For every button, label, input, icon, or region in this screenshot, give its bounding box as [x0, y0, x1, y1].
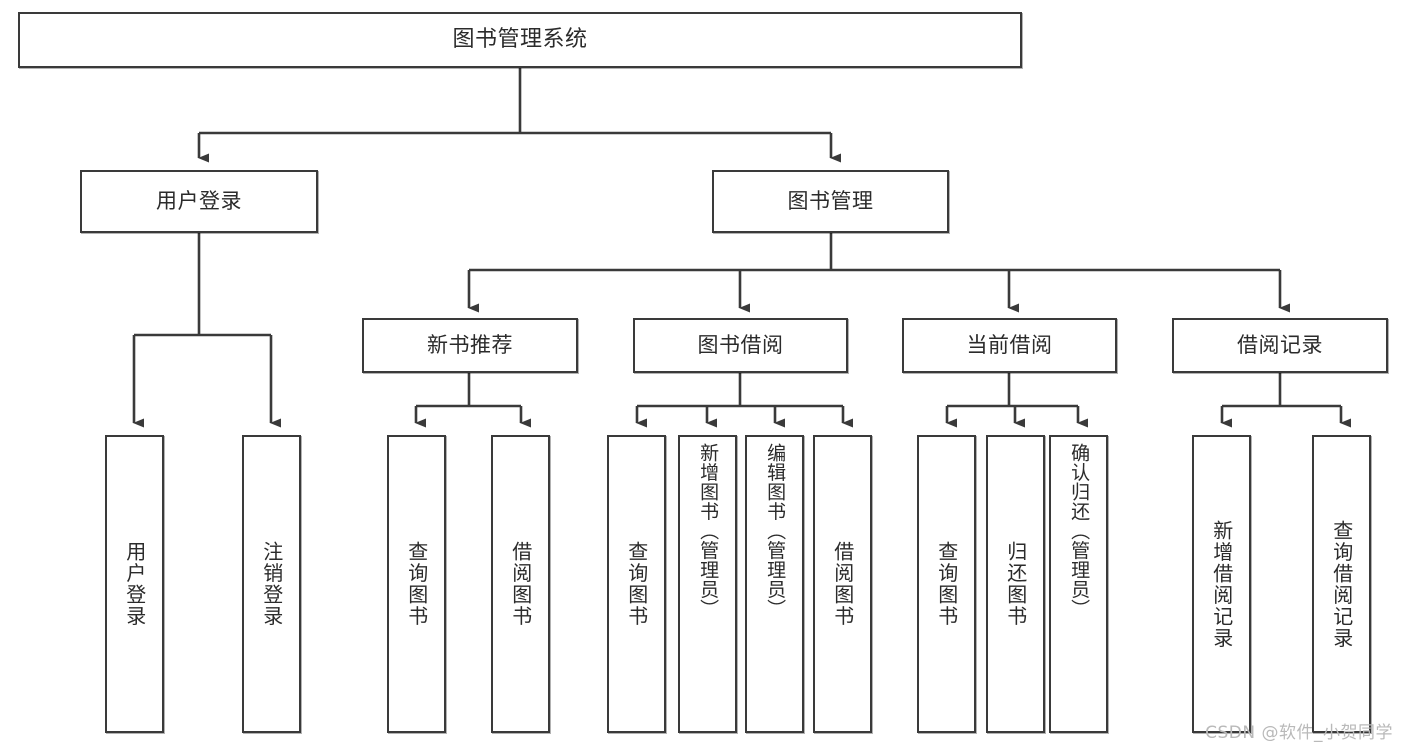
node-current-borrow[interactable]: 当前借阅: [902, 318, 1117, 373]
leaf-add-book-admin[interactable]: 新增图书（管理员）: [678, 435, 737, 733]
leaf-query-book-current[interactable]: 查询图书: [917, 435, 976, 733]
leaf-query-borrow-record[interactable]: 查询借阅记录: [1312, 435, 1371, 733]
node-label: 图书管理: [787, 188, 874, 213]
leaf-label: 用户登录: [122, 541, 147, 627]
leaf-logout[interactable]: 注销登录: [242, 435, 301, 733]
node-label: 新书推荐: [427, 332, 513, 357]
node-book-borrow[interactable]: 图书借阅: [633, 318, 848, 373]
leaf-label: 注销登录: [259, 541, 284, 627]
leaf-label: 借阅图书: [508, 541, 533, 627]
leaf-label: 查询图书: [934, 541, 959, 627]
leaf-label: 确认归还（管理员）: [1068, 443, 1091, 619]
node-label: 借阅记录: [1237, 332, 1323, 357]
leaf-borrow-book-recommend[interactable]: 借阅图书: [491, 435, 550, 733]
leaf-confirm-return-admin[interactable]: 确认归还（管理员）: [1049, 435, 1108, 733]
leaf-label: 新增借阅记录: [1209, 519, 1234, 649]
leaf-label: 查询图书: [624, 541, 649, 627]
node-root-book-management-system[interactable]: 图书管理系统: [18, 12, 1022, 68]
node-label: 图书管理系统: [452, 26, 588, 52]
leaf-label: 归还图书: [1003, 541, 1028, 627]
leaf-add-borrow-record[interactable]: 新增借阅记录: [1192, 435, 1251, 733]
leaf-label: 查询借阅记录: [1329, 519, 1354, 649]
node-user-login[interactable]: 用户登录: [80, 170, 318, 233]
leaf-label: 新增图书（管理员）: [697, 443, 720, 619]
node-label: 图书借阅: [697, 332, 784, 357]
node-borrow-record[interactable]: 借阅记录: [1172, 318, 1388, 373]
node-book-management[interactable]: 图书管理: [712, 170, 949, 233]
node-label: 当前借阅: [966, 332, 1053, 357]
leaf-label: 查询图书: [404, 541, 429, 627]
leaf-borrow-book-borrow[interactable]: 借阅图书: [813, 435, 872, 733]
node-new-book-recommend[interactable]: 新书推荐: [362, 318, 578, 373]
leaf-user-login[interactable]: 用户登录: [105, 435, 164, 733]
leaf-return-book[interactable]: 归还图书: [986, 435, 1045, 733]
node-label: 用户登录: [156, 188, 242, 213]
leaf-query-book-recommend[interactable]: 查询图书: [387, 435, 446, 733]
leaf-label: 编辑图书（管理员）: [764, 443, 787, 619]
csdn-watermark: CSDN @软件_小贺同学: [1205, 723, 1393, 743]
leaf-label: 借阅图书: [830, 541, 855, 627]
leaf-edit-book-admin[interactable]: 编辑图书（管理员）: [745, 435, 804, 733]
leaf-query-book-borrow[interactable]: 查询图书: [607, 435, 666, 733]
